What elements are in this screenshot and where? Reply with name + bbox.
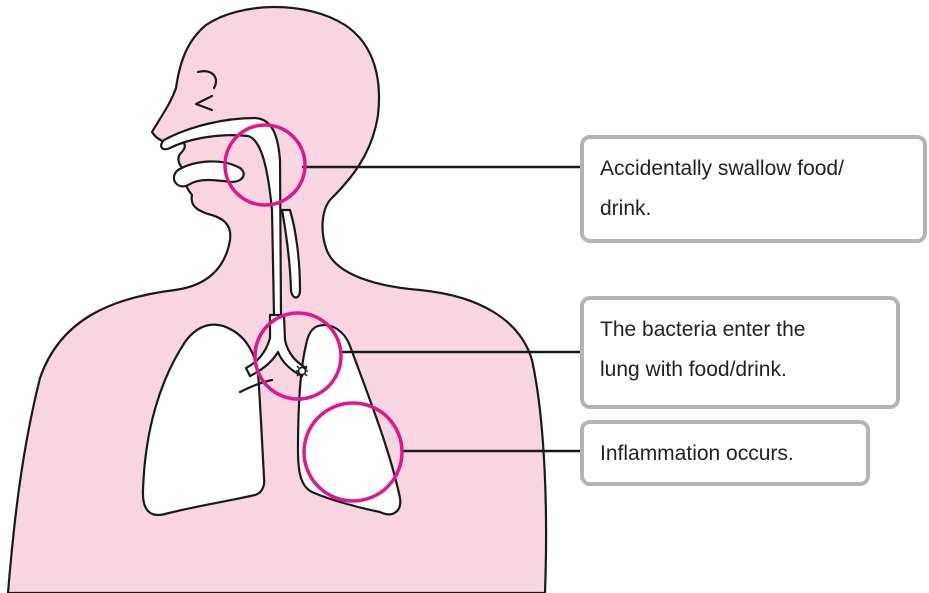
callout-swallow: Accidentally swallow food/ drink. — [580, 135, 927, 243]
callout-bacteria: The bacteria enter the lung with food/dr… — [580, 296, 900, 409]
callout-text-line: The bacteria enter the — [600, 310, 880, 350]
callout-text-line: drink. — [600, 189, 907, 229]
callout-text-line: Inflammation occurs. — [600, 434, 850, 474]
bacteria-icon — [296, 365, 308, 377]
callout-text-line: lung with food/drink. — [600, 350, 880, 390]
callout-text-line: Accidentally swallow food/ — [600, 149, 907, 189]
callout-inflammation: Inflammation occurs. — [580, 420, 870, 486]
